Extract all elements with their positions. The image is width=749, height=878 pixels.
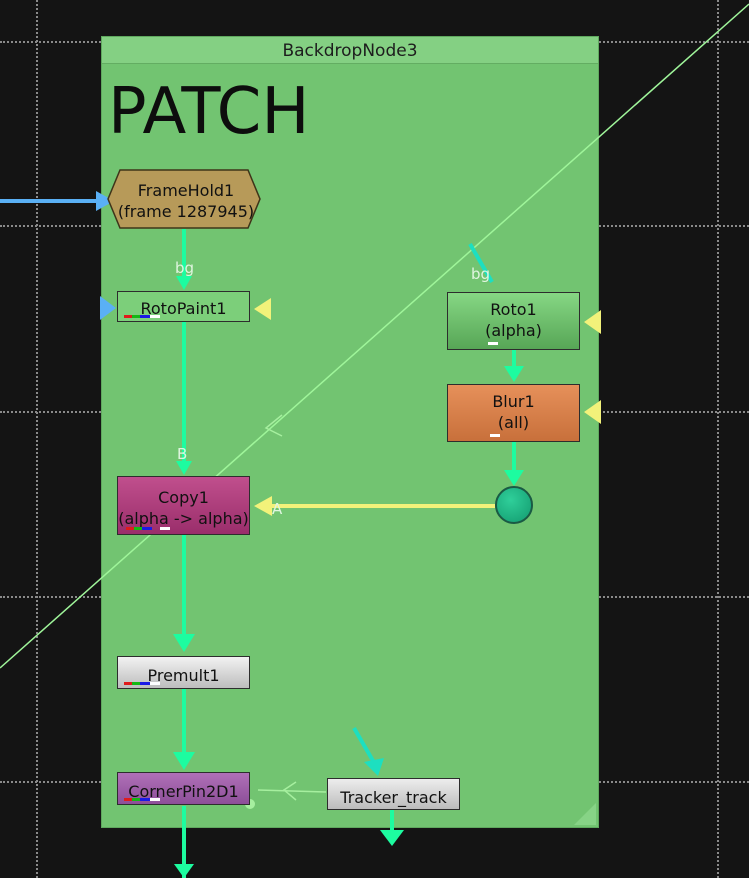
input-label-bg: bg: [175, 259, 195, 277]
roto-node[interactable]: Roto1 (alpha): [447, 292, 580, 350]
channel-swatch-blue: [140, 315, 150, 318]
channel-swatch-green: [132, 798, 140, 801]
wire-arrow: [380, 830, 404, 846]
node-name: Tracker_track: [340, 788, 447, 807]
channel-swatch-blue: [142, 527, 152, 530]
wire-arrow: [504, 470, 524, 486]
node-name: Premult1: [147, 666, 220, 685]
cornerpin-node[interactable]: CornerPin2D1: [117, 772, 250, 805]
channel-swatch-alpha: [490, 434, 500, 437]
grid-line: [717, 0, 719, 878]
channel-swatch-alpha: [150, 315, 160, 318]
mask-input-arrow[interactable]: [584, 310, 601, 334]
channel-swatch-alpha: [160, 527, 170, 530]
node-name: FrameHold1: [137, 181, 235, 200]
dot-node[interactable]: [495, 486, 533, 524]
channel-swatch-alpha: [150, 682, 160, 685]
framehold-node-shape[interactable]: [104, 168, 264, 230]
channel-swatch-red: [124, 682, 132, 685]
input-arrow[interactable]: [100, 296, 116, 320]
channel-swatch-alpha: [150, 798, 160, 801]
wire-tracker-input[interactable]: [352, 726, 378, 768]
node-subtitle: (all): [497, 413, 530, 432]
premult-node[interactable]: Premult1: [117, 656, 250, 689]
blur-node[interactable]: Blur1 (all): [447, 384, 580, 442]
channel-swatch-blue: [140, 798, 150, 801]
channel-swatch-red: [126, 527, 134, 530]
node-name: RotoPaint1: [140, 299, 227, 318]
node-name: Copy1: [158, 488, 209, 507]
backdrop-resize-handle[interactable]: [574, 803, 596, 825]
channel-swatch-green: [132, 682, 140, 685]
wire-arrow: [176, 276, 192, 290]
wire-arrow: [364, 758, 384, 776]
channel-swatch-red: [124, 315, 132, 318]
backdrop-title[interactable]: BackdropNode3: [102, 37, 598, 64]
wire-arrow: [173, 634, 195, 652]
channel-swatch-green: [132, 315, 140, 318]
node-name: CornerPin2D1: [128, 782, 239, 801]
rotopaint-node[interactable]: RotoPaint1: [117, 291, 250, 322]
wire-arrow: [282, 781, 297, 801]
wire-roto-bg[interactable]: [468, 242, 494, 284]
mask-input-arrow[interactable]: [254, 298, 271, 320]
wire-arrow: [174, 864, 194, 878]
wire-arrow: [173, 752, 195, 770]
mask-input-arrow[interactable]: [584, 400, 601, 424]
channel-swatch-green: [134, 527, 142, 530]
node-subtitle: (alpha): [485, 321, 542, 340]
node-name: Roto1: [490, 300, 537, 319]
input-label-b: B: [177, 445, 188, 463]
wire-arrow: [176, 461, 192, 475]
channel-swatch-blue: [140, 682, 150, 685]
node-subtitle: (alpha -> alpha): [118, 509, 249, 528]
wire-tracker-link[interactable]: [257, 789, 327, 793]
node-subtitle: (frame 1287945): [117, 202, 255, 221]
node-name: Blur1: [492, 392, 535, 411]
input-label-bg: bg: [471, 265, 491, 283]
backdrop-label: PATCH: [108, 75, 310, 149]
input-arrow: [96, 191, 114, 211]
channel-swatch-alpha: [488, 342, 498, 345]
input-label-a: A: [272, 500, 283, 518]
overlay-chevron: [264, 414, 283, 437]
tracker-node[interactable]: Tracker_track: [327, 778, 460, 810]
overlay-line: [0, 3, 749, 669]
channel-swatch-red: [124, 798, 132, 801]
wire-arrow: [254, 496, 272, 516]
copy-node[interactable]: Copy1 (alpha -> alpha): [117, 476, 250, 535]
wire-arrow: [504, 366, 524, 382]
framehold-node[interactable]: FrameHold1 (frame 1287945): [98, 180, 274, 224]
grid-line: [36, 0, 38, 878]
